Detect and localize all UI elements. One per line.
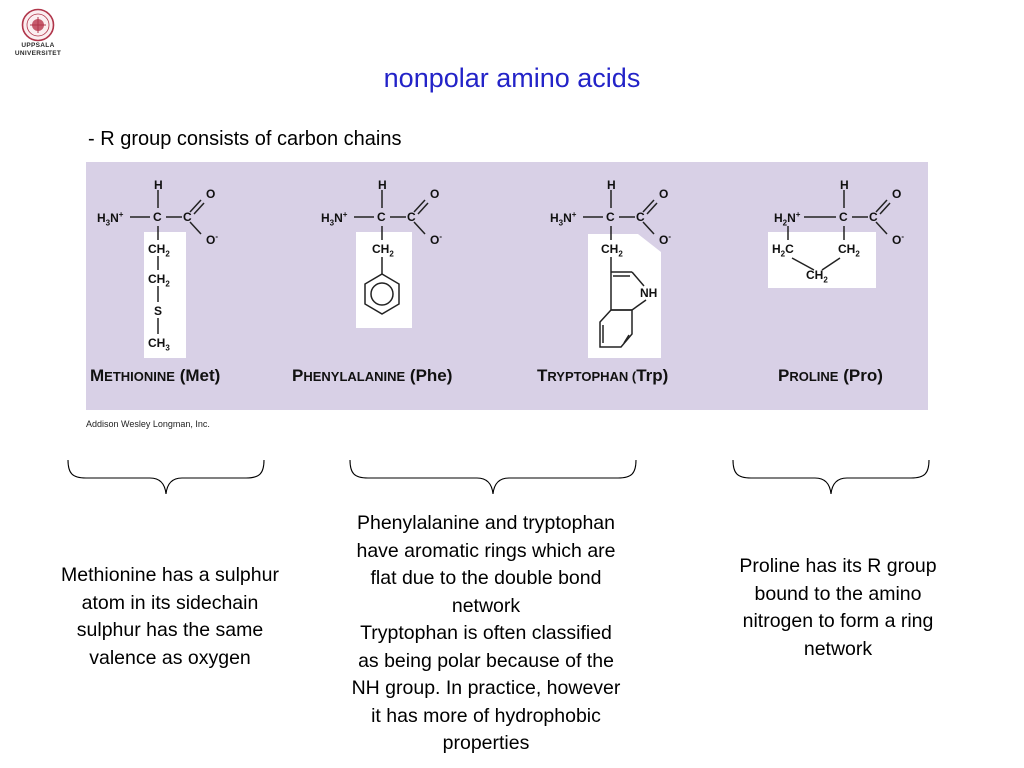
met-alpha-carbon: C <box>153 210 162 224</box>
trp-oxygen: O <box>659 187 669 201</box>
structure-lines <box>130 190 891 358</box>
note-line: network <box>451 594 521 617</box>
brace-proline <box>732 459 930 495</box>
note-line: NH group. In practice, however <box>351 677 621 699</box>
trp-nh: NH <box>640 286 658 300</box>
logo-text-line2: UNIVERSITET <box>14 50 62 57</box>
note-line: Methionine has a sulphur <box>61 564 279 586</box>
slide-subtitle: - R group consists of carbon chains <box>88 128 402 150</box>
pro-ch2-right: CH2 <box>838 242 860 259</box>
met-amino-group: H3N+ <box>97 210 124 228</box>
pro-h2c: H2C <box>772 242 794 259</box>
university-seal-icon <box>21 8 55 42</box>
pro-oxygen-minus: O- <box>892 232 905 247</box>
note-line: nitrogen to form a ring <box>742 610 934 632</box>
trp-amino-group: H3N+ <box>550 210 577 228</box>
met-name: METHIONINE (Met) <box>90 366 221 385</box>
met-carboxyl-carbon: C <box>183 210 192 224</box>
proline-note: Proline has its R group bound to the ami… <box>698 553 978 663</box>
side-chain-highlights <box>144 232 876 358</box>
pro-alpha-carbon: C <box>839 210 848 224</box>
note-line: valence as oxygen <box>89 646 251 669</box>
trp-name: TRYPTOPHAN (Trp) <box>537 366 669 385</box>
phe-amino-group: H3N+ <box>321 210 348 228</box>
trp-side-chain-box <box>588 234 661 358</box>
slide-title: nonpolar amino acids <box>383 63 641 93</box>
phe-carboxyl-carbon: C <box>407 210 416 224</box>
aromatic-note: Phenylalanine and tryptophan have aromat… <box>316 510 656 758</box>
note-line: atom in its sidechain <box>81 591 259 614</box>
trp-oxygen-minus: O- <box>659 232 672 247</box>
note-line: flat due to the double bond <box>370 567 602 589</box>
note-line: Proline has its R group <box>739 555 937 577</box>
note-line: it has more of hydrophobic <box>371 704 601 727</box>
note-line: Tryptophan is often classified <box>360 622 612 644</box>
phe-name: PHENYLALANINE (Phe) <box>292 366 453 385</box>
trp-h-label: H <box>607 178 616 192</box>
met-side-chain-box <box>144 232 186 358</box>
note-line: Phenylalanine and tryptophan <box>356 512 616 534</box>
note-line: bound to the amino <box>754 582 922 605</box>
note-line: have aromatic rings which are <box>356 539 616 562</box>
note-line: properties <box>442 732 530 754</box>
trp-carboxyl-carbon: C <box>636 210 645 224</box>
pro-side-chain-box <box>768 232 876 288</box>
note-line: sulphur has the same <box>76 619 264 641</box>
trp-alpha-carbon: C <box>606 210 615 224</box>
pro-amino-group: H2N+ <box>774 210 801 228</box>
pro-carboxyl-carbon: C <box>869 210 878 224</box>
note-line: network <box>803 637 873 660</box>
met-sulfur: S <box>154 304 163 318</box>
university-logo: UPPSALA UNIVERSITET <box>8 8 68 58</box>
phe-alpha-carbon: C <box>377 210 386 224</box>
phe-oxygen: O <box>430 187 440 201</box>
trp-ch2: CH2 <box>601 242 623 259</box>
met-ch2-2: CH2 <box>148 272 170 289</box>
phe-oxygen-minus: O- <box>430 232 443 247</box>
methionine-note: Methionine has a sulphur atom in its sid… <box>20 562 320 672</box>
met-oxygen-minus: O- <box>206 232 219 247</box>
figure-credit: Addison Wesley Longman, Inc. <box>86 419 210 429</box>
brace-aromatic <box>349 459 637 495</box>
note-line: as being polar because of the <box>358 649 614 672</box>
phe-h-label: H <box>378 178 387 192</box>
phe-ch2: CH2 <box>372 242 394 259</box>
met-h-label: H <box>154 178 163 192</box>
met-ch3: CH3 <box>148 336 170 353</box>
brace-methionine <box>67 459 265 495</box>
pro-h-label: H <box>840 178 849 192</box>
met-ch2-1: CH2 <box>148 242 170 259</box>
pro-ch2-bottom: CH2 <box>806 268 828 285</box>
pro-oxygen: O <box>892 187 902 201</box>
met-oxygen: O <box>206 187 216 201</box>
pro-name: PROLINE (Pro) <box>778 366 883 385</box>
logo-text-line1: UPPSALA <box>21 42 55 49</box>
amino-acid-figure: H H3N+ C C O O- CH2 CH2 S CH3 H H3N+ C C… <box>86 162 928 410</box>
